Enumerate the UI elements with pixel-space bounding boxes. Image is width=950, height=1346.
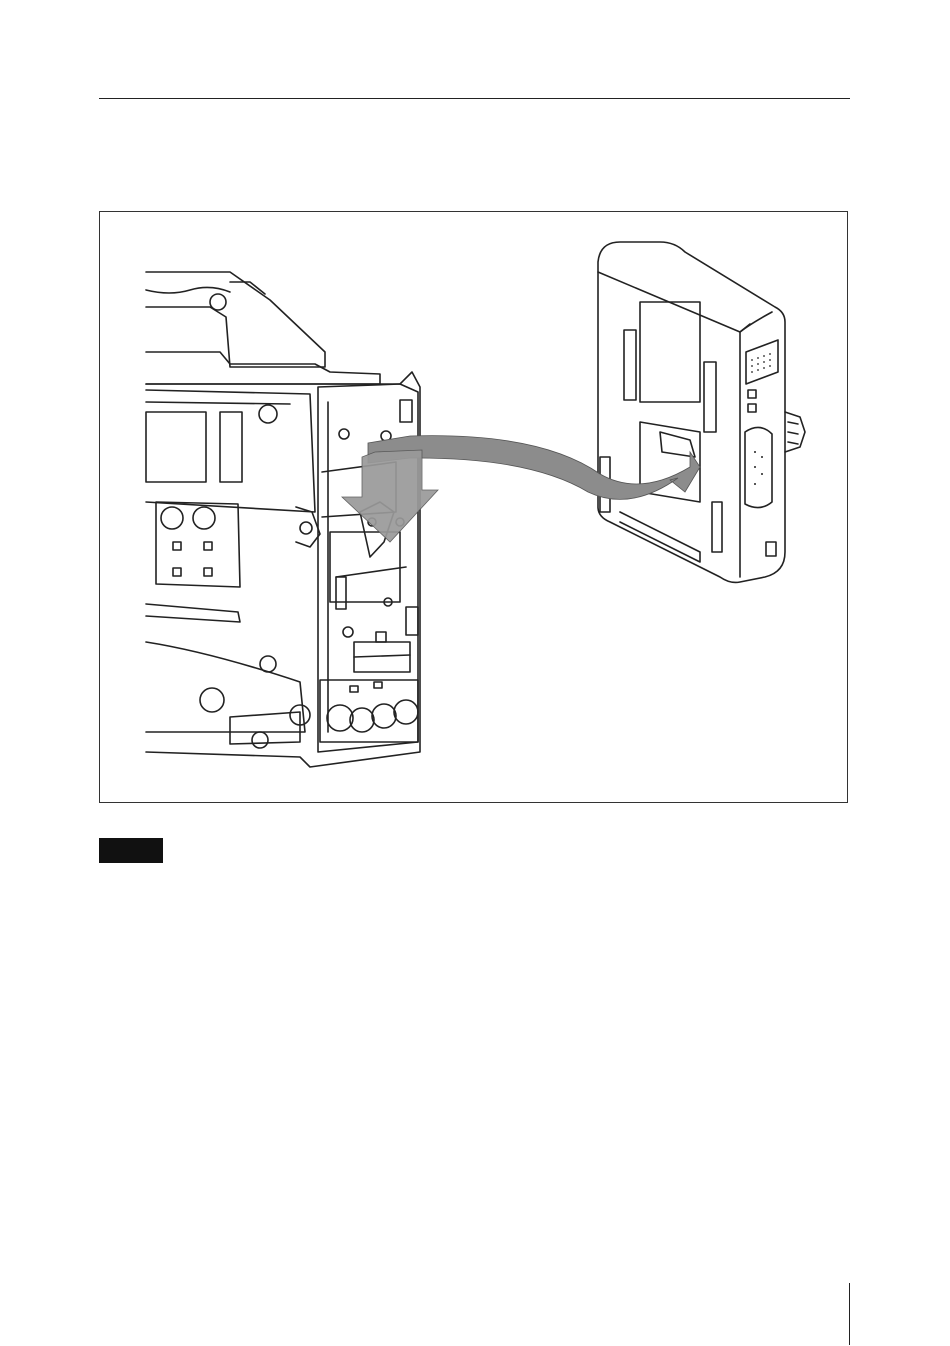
grille-dots [751,353,771,485]
illustration [100,212,849,804]
note-label [99,838,163,863]
figure-frame [99,211,848,803]
insertion-arrow [342,436,700,542]
page-number-rule [849,1283,850,1345]
header-rule [99,98,850,99]
battery-adaptor [598,242,805,582]
